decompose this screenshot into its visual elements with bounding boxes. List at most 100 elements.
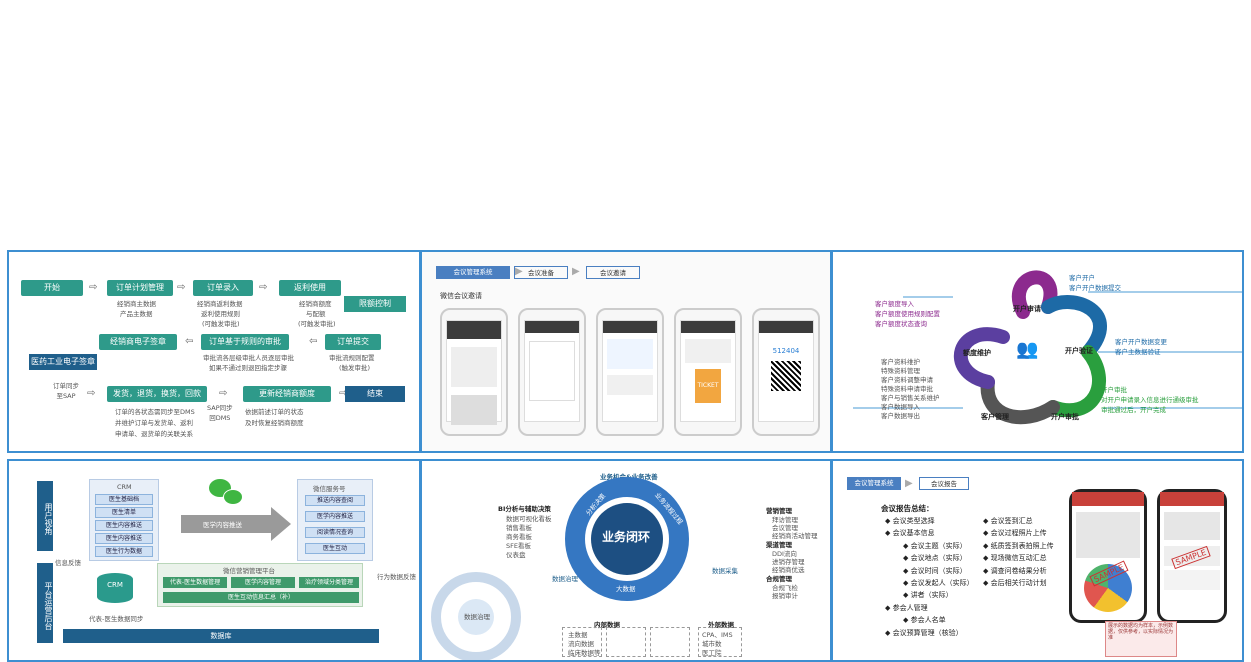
left-item: 商务看板: [506, 533, 532, 541]
phone-mockup: SAMPLE: [1157, 489, 1227, 623]
arrow-icon: ⇨: [219, 388, 228, 399]
arrow-icon: ⇨: [87, 388, 96, 399]
flow-order-submit: 订单提交: [325, 334, 381, 350]
label-cust-mgmt: 客户管理: [981, 413, 1009, 421]
right-item: 报销审计: [772, 592, 798, 600]
data-gov: 数据治理: [552, 575, 578, 583]
report-item-text: 会议预算管理（核验）: [892, 628, 963, 637]
report-item: ◆ 现场微信互动汇总: [983, 553, 1047, 563]
desc: 客户资料维护: [881, 358, 920, 366]
report-item: ◆ 参会人管理: [885, 603, 928, 613]
desc: 审批通过后，开户完成: [1101, 406, 1166, 414]
desc: 客户开户: [1069, 274, 1095, 282]
right-item: 合规飞检: [772, 584, 798, 592]
customer-panel: 👥 开户审请 开户验证 开户审批 客户管理 额度维护 客户开户 客户开户数据提交…: [831, 250, 1244, 453]
side-label-platform: 平台运营后台: [37, 563, 53, 643]
crm-item: 医生内容推送: [95, 533, 153, 544]
arrow-icon: ⇦: [309, 336, 318, 347]
wechat-icon: [223, 489, 243, 505]
phone-mockup: [440, 308, 508, 436]
note: 及时恢复经销商额度: [245, 419, 304, 427]
bullet-icon: ◆: [885, 529, 893, 538]
flow-quota-control: 限额控制: [344, 296, 406, 312]
platform-item: 治疗领域分类管理: [299, 577, 359, 588]
system-tag: 会议管理系统: [847, 477, 901, 490]
bullet-icon: ◆: [903, 566, 911, 575]
desc: 客户开户数据提交: [1069, 284, 1121, 292]
report-item: ◆ 会议基本信息: [885, 528, 935, 538]
label-open-approve: 开户审批: [1051, 413, 1079, 421]
right-item: DDI流向: [772, 550, 797, 558]
phone-mockup: 512404: [752, 308, 820, 436]
note: 经销商额度: [299, 300, 332, 308]
outer-item: CPA、IMS: [702, 631, 733, 639]
arrow-icon: ⇨: [89, 282, 98, 293]
arrow-label: 医学内容推送: [203, 521, 242, 529]
loop-center: 业务闭环: [602, 530, 651, 544]
label-quota: 额度维护: [963, 349, 991, 357]
label-open-verify: 开户验证: [1065, 347, 1093, 355]
system-tag: 会议管理系统: [436, 266, 510, 279]
big-arrow-head: [271, 507, 291, 541]
report-item: ◆ 参会人名单: [903, 615, 946, 625]
platform-title: 微信营销管理平台: [223, 567, 275, 575]
phone-mockup: SAMPLE: [1069, 489, 1147, 623]
desc: 客户数据导入: [881, 403, 920, 411]
wechat-item: 医生互动: [305, 543, 365, 554]
arrow-icon: ⇦: [185, 336, 194, 347]
report-item-text: 会后相关行动计划: [990, 579, 1047, 587]
left-item: 数据可视化看板: [506, 515, 552, 523]
note: 订单同步 至SAP: [53, 382, 79, 400]
outer-item: 医工院: [702, 649, 722, 657]
bullet-icon: ◆: [983, 517, 991, 525]
report-item-text: 会议时间（实际）: [910, 566, 967, 575]
step-report: 会议报告: [919, 477, 969, 490]
flow-pharma-sign: 医药工业电子签章: [29, 354, 97, 370]
desc: 开户审批: [1101, 386, 1127, 394]
flow-end: 结束: [345, 386, 405, 402]
crm-item: 医生行为数据: [95, 546, 153, 557]
platform-item: 代表-医生数据管理: [163, 577, 227, 588]
desc: 对开户申请录入信息进行通级审批: [1101, 396, 1199, 404]
wechat-item: 医学内容推送: [305, 511, 365, 522]
ticket-image: TICKET: [695, 369, 721, 403]
note: 依据前述订单的状态: [245, 408, 304, 416]
left-item: 销售看板: [506, 524, 532, 532]
outer-data: 外部数据: [708, 621, 734, 629]
crm-item: 医生基础档: [95, 494, 153, 505]
top-label: 业务机会&业务改善: [600, 473, 658, 481]
right-item: 拜访管理: [772, 516, 798, 524]
wechat-marketing-panel: 用户视角 平台运营后台 CRM 医生基础档 医生清单 医生内容推送 医生内容推送…: [7, 459, 421, 662]
phone-mockup: [596, 308, 664, 436]
flow-update-quota: 更新经销商额度: [243, 386, 331, 402]
arrow-icon: ▶: [572, 266, 580, 277]
sync-label: 代表-医生数据同步: [89, 615, 144, 623]
desc: 客户主数据验证: [1115, 348, 1161, 356]
desc: 客户开户数据变更: [1115, 338, 1167, 346]
arrow-icon: ⇨: [177, 282, 186, 293]
left-item: SFE看板: [506, 542, 531, 550]
caption: 微信会议邀请: [440, 292, 482, 300]
feedback-right: 行为数据反馈: [377, 573, 416, 581]
summary-title: 会议报告总结：: [881, 504, 934, 513]
bullet-icon: ◆: [885, 517, 893, 525]
crm-db-icon: CRM: [97, 573, 133, 603]
report-item: ◆ 会议发起人（实际）: [903, 578, 974, 588]
report-item: ◆ 讲者（实际）: [903, 590, 953, 600]
arrow-icon: ⇨: [259, 282, 268, 293]
loop-diagram: [431, 477, 689, 660]
report-item-text: 会议类型选择: [892, 517, 935, 525]
phone-mockup: TICKET: [674, 308, 742, 436]
outer-item: 城市数: [702, 640, 722, 648]
report-item: ◆ 会议签到汇总: [983, 516, 1033, 526]
desc: 客户与销售关系维护: [881, 394, 940, 402]
bullet-icon: ◆: [983, 566, 991, 575]
note: (可触发审批): [202, 320, 240, 328]
bullet-icon: ◆: [903, 579, 911, 587]
cycle-diagram: [853, 270, 1242, 425]
crm-item: 医生清单: [95, 507, 153, 518]
right-item: 进销存管理: [772, 558, 805, 566]
bullet-icon: ◆: [983, 554, 991, 563]
ring-label: 大数据: [616, 585, 636, 593]
arrow-icon: ▶: [905, 478, 913, 489]
